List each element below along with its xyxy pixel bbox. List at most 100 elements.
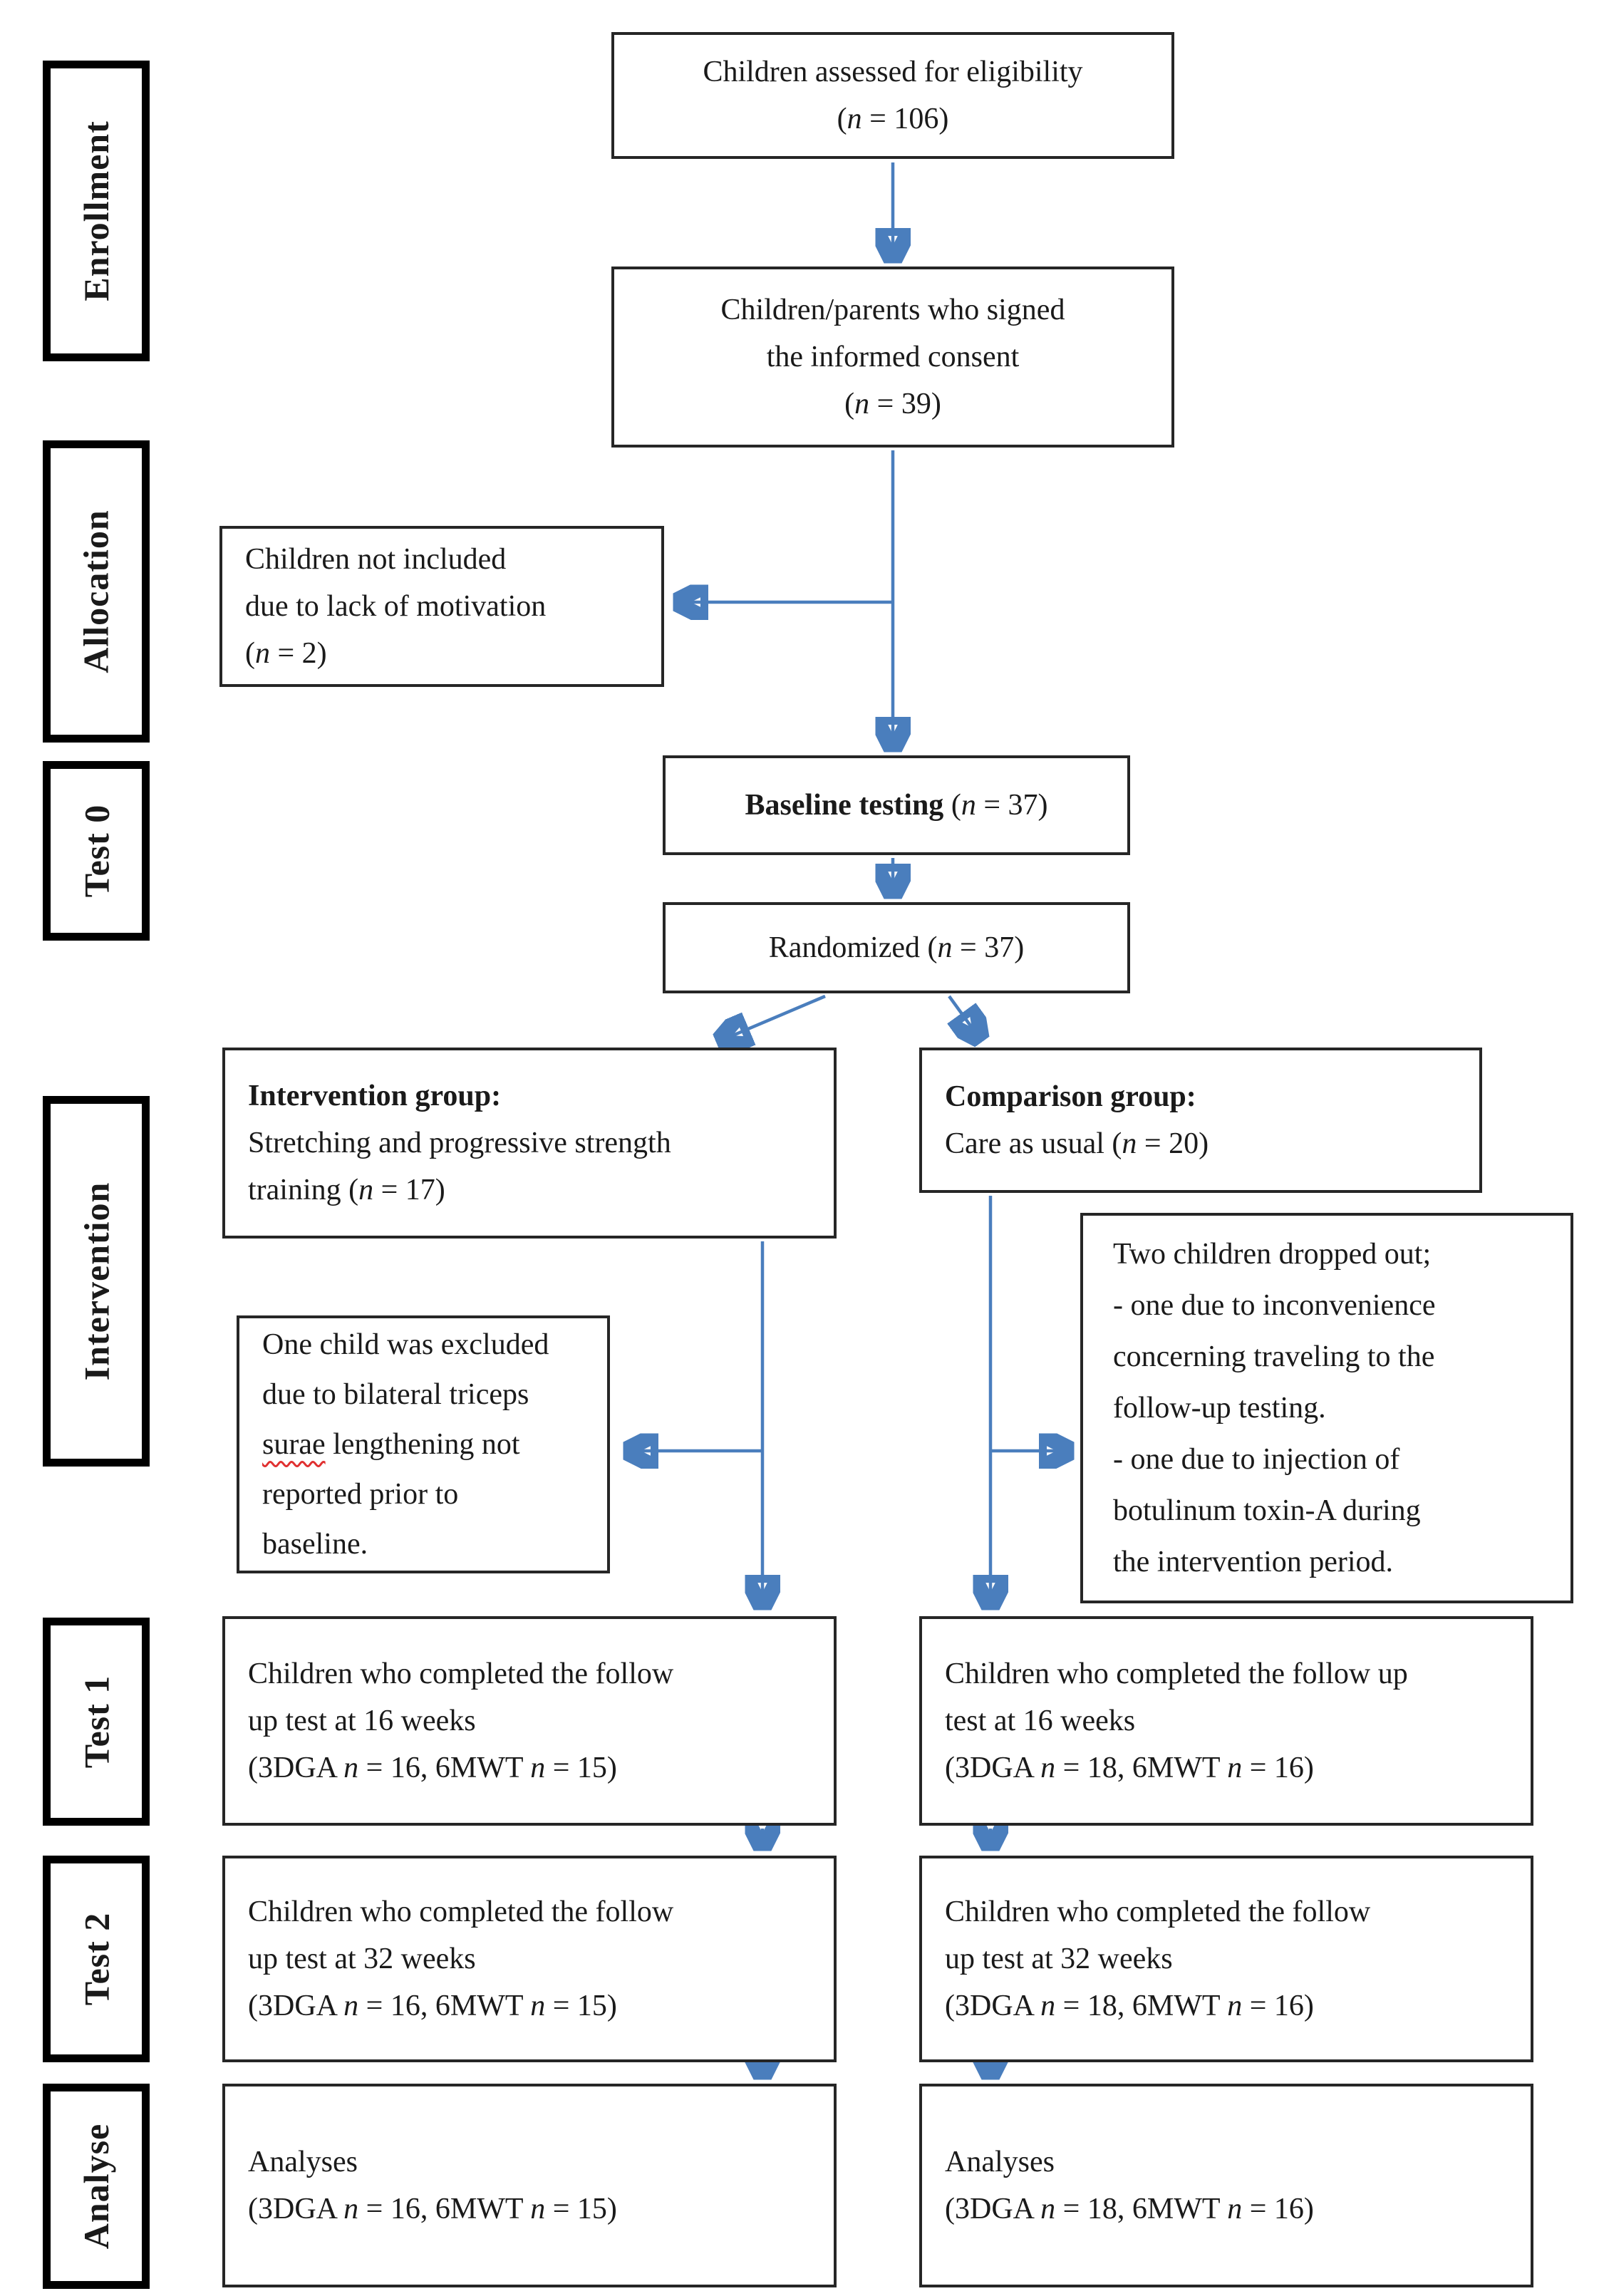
text-part: Children/parents who signed — [720, 294, 1065, 326]
text-line: the informed consent — [614, 333, 1171, 381]
arrow-randomized-to-intervention — [721, 994, 826, 1040]
text-part: = 15) — [545, 2193, 617, 2225]
stage-test-2-label: Test 2 — [76, 1912, 116, 2006]
box-baseline-testing: Baseline testing (n = 37) — [663, 755, 1130, 855]
text-part: = 16, 6MWT — [358, 1990, 531, 2022]
text-part: Children who completed the follow — [945, 1896, 1371, 1928]
box-test2-comparison: Children who completed the follow up test… — [919, 1856, 1533, 2062]
text-line: Children who completed the follow — [248, 1888, 827, 1935]
text-part: n — [1040, 1990, 1056, 2022]
text-line: Randomized (n = 37) — [666, 924, 1127, 971]
stage-intervention-label: Intervention — [76, 1181, 116, 1381]
text-line: Analyses — [248, 2139, 827, 2186]
text-part: = 37) — [952, 931, 1025, 964]
text-part: = 16) — [1242, 2193, 1314, 2225]
text-part: n — [1227, 1990, 1243, 2022]
text-line: due to lack of motivation — [245, 583, 654, 630]
stage-allocation-label: Allocation — [76, 510, 116, 673]
text-part: n — [854, 388, 870, 420]
text-line: Children who completed the follow up — [945, 1650, 1523, 1697]
text-part: = 20) — [1137, 1127, 1209, 1160]
stage-analyse: Analyse — [43, 2084, 150, 2289]
text-line: concerning traveling to the — [1113, 1331, 1563, 1382]
text-part: = 16, 6MWT — [358, 2193, 531, 2225]
text-line: (3DGA n = 16, 6MWT n = 15) — [248, 1744, 827, 1791]
text-part: due to lack of motivation — [245, 590, 547, 623]
text-line: training (n = 17) — [248, 1167, 827, 1214]
text-part: - one due to inconvenience — [1113, 1289, 1436, 1322]
text-part: = 15) — [545, 1752, 617, 1784]
text-part: = 16, 6MWT — [358, 1752, 531, 1784]
text-part: = 18, 6MWT — [1055, 1990, 1228, 2022]
text-line: Care as usual (n = 20) — [945, 1120, 1472, 1167]
text-line: baseline. — [262, 1519, 600, 1569]
text-part: test at 16 weeks — [945, 1705, 1136, 1737]
text-part: n — [1227, 1752, 1243, 1784]
text-part: n — [530, 2193, 546, 2225]
text-part: = 18, 6MWT — [1055, 1752, 1228, 1784]
text-part: = 2) — [270, 637, 327, 670]
text-part: n — [847, 103, 862, 135]
text-part: n — [343, 2193, 359, 2225]
text-part: n — [530, 1752, 546, 1784]
text-line: (3DGA n = 16, 6MWT n = 15) — [248, 1982, 827, 2029]
text-part: Children who completed the follow up — [945, 1658, 1408, 1690]
text-part: Baseline testing — [745, 789, 951, 822]
text-part: (3DGA — [248, 2193, 344, 2225]
text-line: Baseline testing (n = 37) — [666, 782, 1127, 829]
text-line: surae lengthening not — [262, 1420, 600, 1469]
text-part: n — [530, 1990, 546, 2022]
text-part: (3DGA — [945, 1990, 1041, 2022]
box-excluded: One child was excluded due to bilateral t… — [237, 1315, 610, 1573]
text-line: One child was excluded — [262, 1320, 600, 1370]
text-part: - one due to injection of — [1113, 1443, 1400, 1476]
stage-test-0-label: Test 0 — [76, 804, 116, 898]
text-part: = 17) — [373, 1174, 445, 1206]
text-line: botulinum toxin-A during — [1113, 1485, 1563, 1536]
arrow-randomized-to-comparison — [949, 995, 979, 1038]
text-part: Children who completed the follow — [248, 1896, 674, 1928]
stage-intervention: Intervention — [43, 1096, 150, 1467]
box-test1-comparison: Children who completed the follow up test… — [919, 1616, 1533, 1826]
text-part: Analyses — [945, 2146, 1055, 2178]
text-line: (n = 106) — [614, 95, 1171, 143]
text-line: Children not included — [245, 536, 654, 583]
text-part: due to bilateral triceps — [262, 1378, 529, 1411]
text-line: - one due to inconvenience — [1113, 1280, 1563, 1331]
text-line: - one due to injection of — [1113, 1434, 1563, 1485]
text-part: concerning traveling to the — [1113, 1340, 1435, 1373]
text-part: = 106) — [861, 103, 949, 135]
text-part: (3DGA — [248, 1990, 344, 2022]
box-analyses-comparison: Analyses(3DGA n = 18, 6MWT n = 16) — [919, 2084, 1533, 2287]
text-part: (3DGA — [248, 1752, 344, 1784]
text-part: (3DGA — [945, 1752, 1041, 1784]
text-part: n — [1227, 2193, 1243, 2225]
text-part: Two children dropped out; — [1113, 1238, 1432, 1271]
stage-test-1: Test 1 — [43, 1618, 150, 1826]
text-line: test at 16 weeks — [945, 1697, 1523, 1744]
text-part: the intervention period. — [1113, 1546, 1394, 1578]
text-part: = 18, 6MWT — [1055, 2193, 1228, 2225]
text-part: up test at 32 weeks — [248, 1943, 476, 1975]
text-part: Children who completed the follow — [248, 1658, 674, 1690]
text-part: Comparison group: — [945, 1080, 1196, 1113]
text-line: Children assessed for eligibility — [614, 48, 1171, 95]
box-consent: Children/parents who signed the informed … — [611, 267, 1174, 448]
text-line: follow-up testing. — [1113, 1382, 1563, 1434]
text-part: Children assessed for eligibility — [703, 56, 1083, 88]
text-part: Randomized ( — [768, 931, 938, 964]
stage-allocation: Allocation — [43, 440, 150, 743]
box-dropped-out: Two children dropped out; - one due to in… — [1080, 1213, 1573, 1603]
stage-analyse-label: Analyse — [76, 2123, 116, 2250]
text-part: n — [1122, 1127, 1137, 1160]
text-part: ( — [951, 789, 961, 822]
text-part: (3DGA — [945, 2193, 1041, 2225]
text-line: Two children dropped out; — [1113, 1229, 1563, 1280]
box-intervention-group: Intervention group: Stretching and progre… — [222, 1048, 837, 1239]
text-part: Stretching and progressive strength — [248, 1127, 671, 1159]
text-part: Intervention group: — [248, 1080, 502, 1112]
text-line: due to bilateral triceps — [262, 1370, 600, 1420]
text-part: up test at 32 weeks — [945, 1943, 1173, 1975]
stage-test-2: Test 2 — [43, 1856, 150, 2062]
